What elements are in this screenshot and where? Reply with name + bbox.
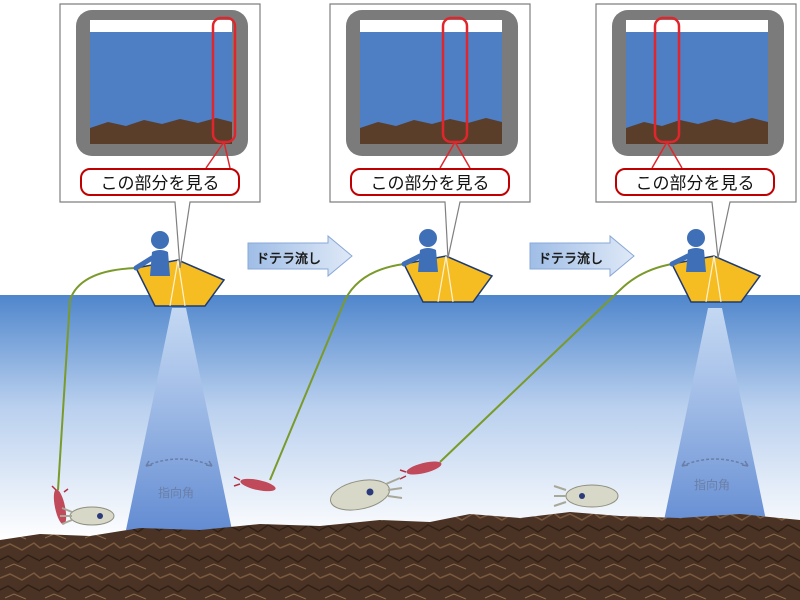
beam-angle-arc-1 xyxy=(145,458,213,467)
monitor-surface-1 xyxy=(90,20,232,32)
fishing-line-3 xyxy=(439,263,673,463)
beam-angle-arc-1-head-r xyxy=(205,460,213,467)
beam-angle-label-3: 指向角 xyxy=(694,478,731,492)
callout-label-3: この部分を見る xyxy=(615,168,775,196)
pointer-lines-2 xyxy=(439,141,471,169)
pointer-lines-1 xyxy=(205,141,231,169)
monitor-seabed-3 xyxy=(626,118,768,144)
callout-label-2: この部分を見る xyxy=(350,168,510,196)
cuttlefish-1 xyxy=(60,506,115,526)
drift-arrow-1 xyxy=(247,234,353,278)
sonar-beam-1 xyxy=(126,308,232,530)
fishing-line-1 xyxy=(57,267,137,491)
angler-3 xyxy=(669,229,706,272)
monitor-seabed-1 xyxy=(90,118,232,144)
beam-angle-arc-3 xyxy=(681,458,749,467)
beam-angle-arc-3-head-r xyxy=(741,460,749,467)
beam-angle-arc-1-head-l xyxy=(145,460,153,467)
drift-arrow-2 xyxy=(529,234,635,278)
pointer-lines-3 xyxy=(651,141,683,169)
cuttlefish-2 xyxy=(330,477,403,511)
beam-angle-label-1: 指向角 xyxy=(158,486,195,500)
sonar-beam-3 xyxy=(662,308,768,530)
monitor-surface-2 xyxy=(360,20,502,32)
drift-arrow-label-2: ドテラ流し xyxy=(538,252,604,267)
angler-2 xyxy=(401,229,438,272)
callout-label-1: この部分を見る xyxy=(80,168,240,196)
fishing-line-2 xyxy=(269,263,405,481)
beam-angle-arc-3-head-l xyxy=(681,460,689,467)
squid-jig-2 xyxy=(233,476,276,492)
squid-jig-3 xyxy=(399,461,442,480)
seabed xyxy=(0,512,800,600)
drift-arrow-label-1: ドテラ流し xyxy=(256,252,322,267)
cuttlefish-3 xyxy=(553,484,619,508)
monitor-surface-3 xyxy=(626,20,768,32)
angler-1 xyxy=(133,231,170,276)
